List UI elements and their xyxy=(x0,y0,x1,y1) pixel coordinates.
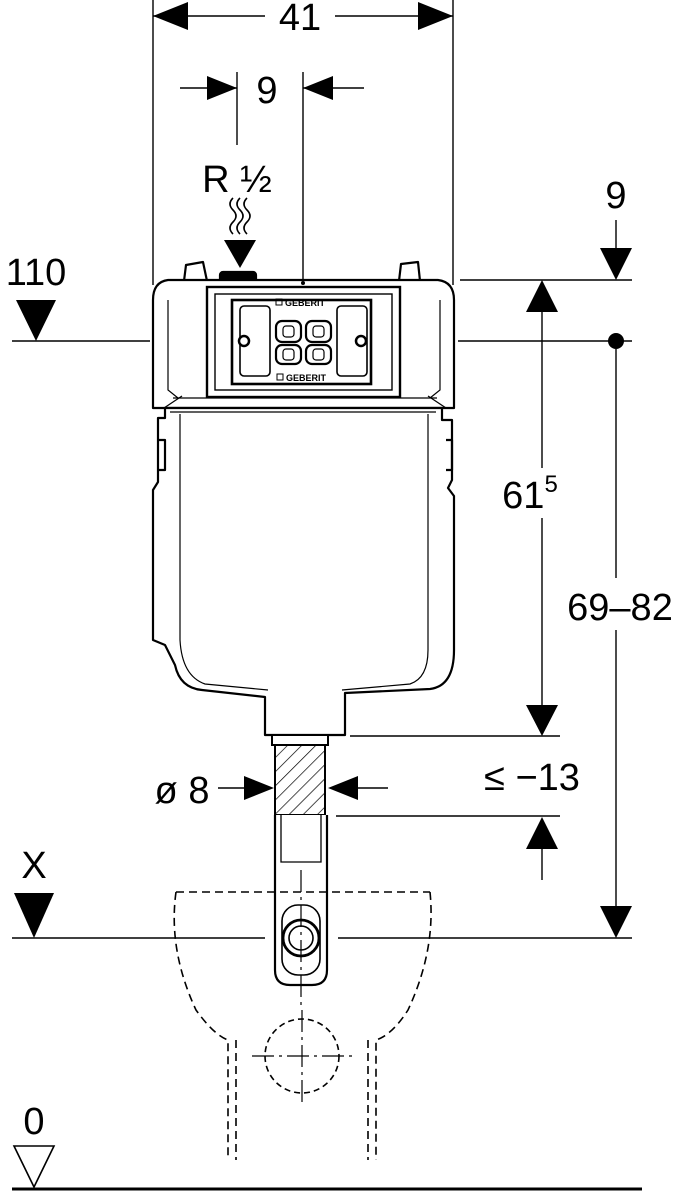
arrow-down-icon xyxy=(600,248,632,280)
logo-box-icon xyxy=(276,373,284,381)
pipe-adjust-label: ≤ −13 xyxy=(484,757,580,799)
arrow-left-icon xyxy=(153,2,188,30)
flush-pipe-height-superscript: 5 xyxy=(544,471,557,498)
screw-icon xyxy=(237,334,251,348)
level-marker-icon xyxy=(16,300,56,341)
level-x-label: X xyxy=(21,845,46,887)
pipe-diameter-label: ø 8 xyxy=(155,770,210,812)
arrow-down-icon xyxy=(526,705,558,736)
brand-logo-top: GEBERIT xyxy=(285,298,326,308)
water-wave-icon xyxy=(229,197,251,235)
arrow-up-icon xyxy=(526,817,558,849)
flush-pipe-height-label: 615 xyxy=(502,471,558,517)
total-height-range-label: 69–82 xyxy=(567,587,673,629)
marker-dot-icon xyxy=(301,281,305,285)
arrow-right-icon xyxy=(207,76,237,100)
arrow-right-icon xyxy=(244,776,274,800)
arrow-up-icon xyxy=(526,280,558,312)
arrow-down-icon xyxy=(600,906,632,938)
top-offset-label: 9 xyxy=(605,175,626,217)
screw-icon xyxy=(354,334,368,348)
arrow-left-icon xyxy=(328,776,358,800)
arrow-right-icon xyxy=(418,2,453,30)
floor-level-marker-icon xyxy=(12,1145,56,1189)
floor-level-label: 0 xyxy=(23,1101,44,1143)
toilet-bowl-outline xyxy=(173,891,432,1160)
reference-dot-icon xyxy=(608,333,624,349)
arrow-down-icon xyxy=(224,240,256,268)
overall-width-label: 41 xyxy=(279,0,321,39)
arrow-left-icon xyxy=(303,76,333,100)
inlet-thread-label: R ½ xyxy=(202,159,272,201)
logo-box-icon xyxy=(275,298,283,306)
level-110-label: 110 xyxy=(6,252,67,294)
flush-pipe-height-value: 61 xyxy=(502,475,544,517)
level-marker-icon xyxy=(14,893,54,938)
inlet-offset-label: 9 xyxy=(256,70,277,112)
brand-logo-bottom: GEBERIT xyxy=(286,373,327,383)
